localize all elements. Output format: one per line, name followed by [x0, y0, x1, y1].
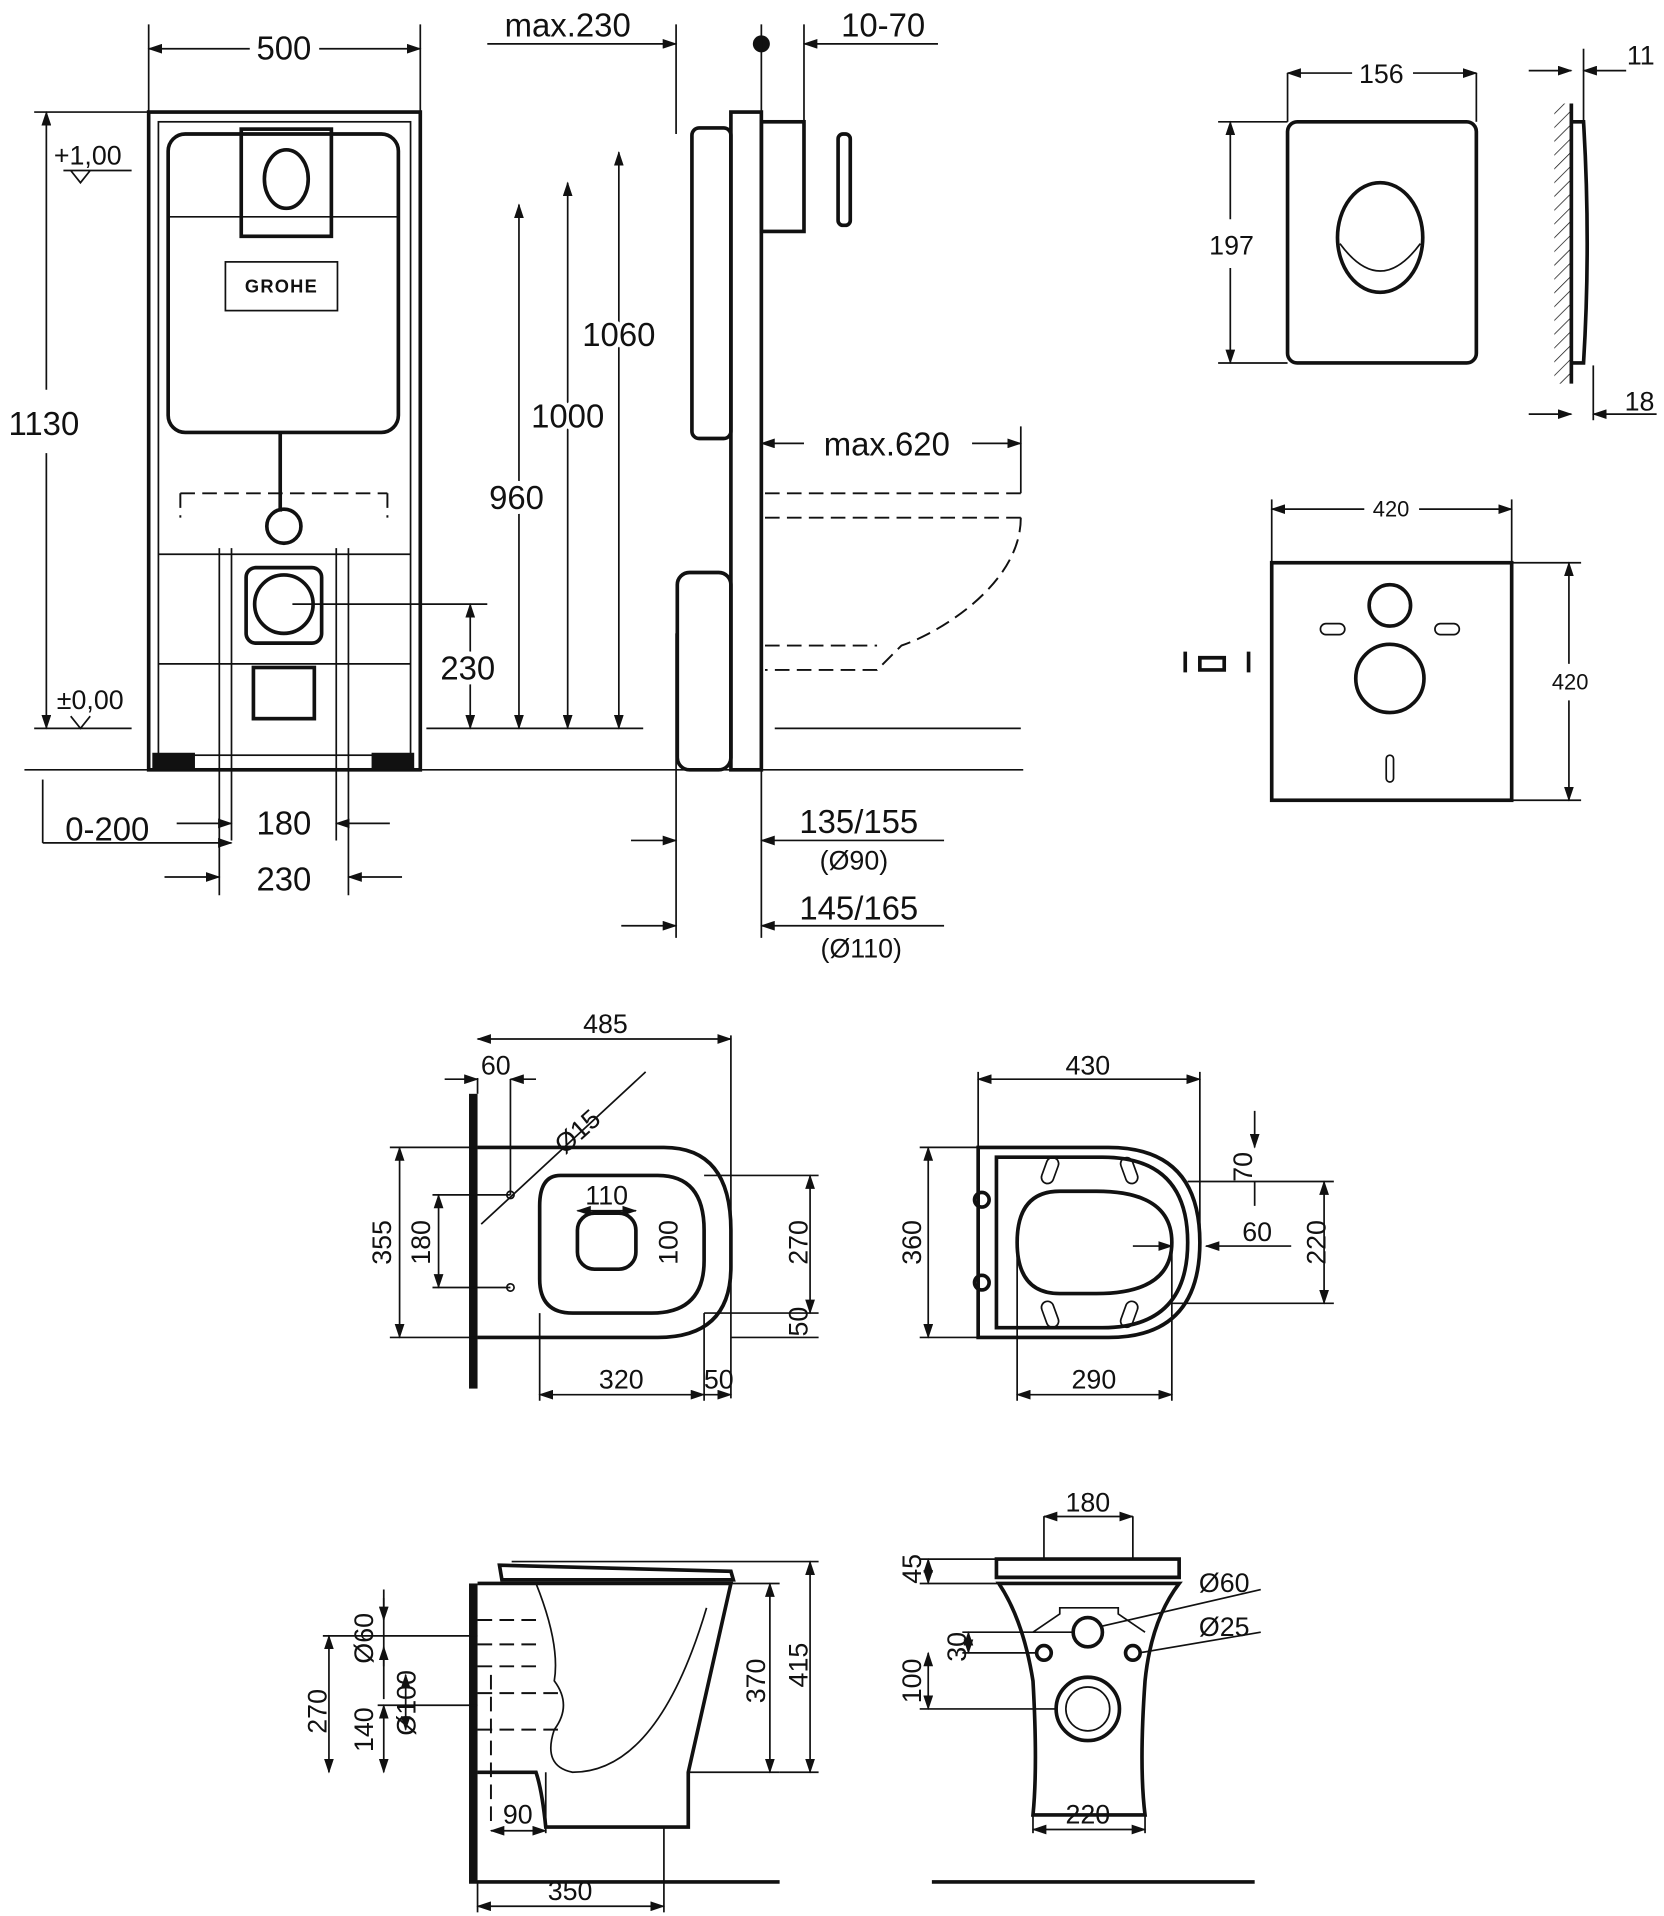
dim-1060: 1060: [582, 316, 655, 353]
dim-width: 500: [256, 30, 311, 67]
dim-bolt-spacing-top: 180: [406, 1220, 436, 1265]
wall-side: [469, 1583, 478, 1882]
seat-top-view: 430 70 60 220 360 290: [897, 1050, 1334, 1401]
dim-side-90: 90: [503, 1799, 533, 1829]
dim-outlet-dia: Ø100: [391, 1670, 421, 1736]
dim-back-180: 180: [1065, 1488, 1110, 1518]
dim-seat-70: 70: [1228, 1152, 1258, 1182]
dim-seat-60: 60: [1242, 1217, 1272, 1247]
acoustic-plate-view: 420 420: [1183, 496, 1589, 803]
cistern: [166, 132, 401, 435]
dim-max-projection: max.620: [824, 426, 950, 463]
acoustic-plate: [1269, 560, 1514, 803]
bowl-back-view: 180 45 Ø60 Ø25 30 100 220: [897, 1488, 1261, 1884]
dim-plate-projection: 18: [1625, 386, 1655, 416]
dim-back-220: 220: [1065, 1799, 1110, 1829]
dim-rim-front: 50: [704, 1365, 734, 1395]
installation-front-view: GROHE 500 1130 +1,00 ±0,00 0-200 180: [9, 24, 1024, 897]
wall-hatch: [1554, 103, 1572, 384]
dim-230: 230: [440, 650, 495, 687]
flush-button: [1335, 180, 1425, 295]
dim-bowl-length: 485: [583, 1009, 628, 1039]
outlet-connector: [244, 565, 324, 645]
dim-side-270: 270: [303, 1689, 333, 1734]
dim-acoustic-height: 420: [1552, 669, 1589, 694]
dim-dia90: (Ø90): [820, 846, 888, 876]
dim-seat-length: 430: [1065, 1050, 1110, 1080]
dim-side-370: 370: [741, 1659, 771, 1704]
frame: [146, 110, 423, 772]
dim-side-415: 415: [784, 1643, 814, 1688]
dim-plate-height: 197: [1209, 231, 1254, 261]
level-top: +1,00: [54, 140, 122, 170]
dim-bowl-width: 355: [367, 1220, 397, 1265]
dim-seat-220: 220: [1301, 1220, 1331, 1265]
installation-side-view: max.230 10-70 1060 1000 960 230 max.620 …: [292, 7, 1023, 963]
dim-1000: 1000: [531, 398, 604, 435]
dim-inner-width: 270: [784, 1220, 814, 1265]
bowl-top-view: 485 60 Ø15 110 100 355 180 270 50 320 50: [367, 1009, 819, 1401]
dim-back-dia60: Ø60: [1199, 1568, 1250, 1598]
dim-floor-offset: 0-200: [65, 810, 149, 847]
dim-offset-60: 60: [481, 1050, 511, 1080]
dim-back-45: 45: [897, 1554, 927, 1584]
seat-lid: [497, 1563, 736, 1582]
dim-135-155: 135/155: [799, 803, 918, 840]
frame-side: [729, 110, 764, 772]
dim-wall-range: 10-70: [841, 7, 925, 44]
dim-height-total: 1130: [9, 405, 80, 442]
dim-seat-inner: 290: [1072, 1365, 1117, 1395]
dim-dia110: (Ø110): [821, 933, 902, 963]
flush-plate-front: [239, 127, 334, 239]
dim-hole-dia: Ø15: [549, 1103, 607, 1159]
flush-plate: [1285, 119, 1479, 365]
dim-145-165: 145/165: [799, 890, 918, 927]
dim-opening-h: 100: [653, 1220, 683, 1265]
dim-inner-length: 320: [599, 1365, 644, 1395]
dim-back-100: 100: [897, 1659, 927, 1704]
dim-plate-width: 156: [1359, 59, 1404, 89]
wall: [469, 1093, 478, 1389]
bowl-side-view: Ø60 Ø100 270 140 370 415 90 350: [303, 1560, 819, 1913]
dim-back-dia25: Ø25: [1199, 1612, 1250, 1642]
dim-rim-50: 50: [784, 1307, 814, 1337]
dim-side-140: 140: [349, 1707, 379, 1752]
dim-bolt-spacing: 180: [256, 804, 311, 841]
seat-outline: [976, 1145, 1202, 1340]
dim-side-depth: 350: [548, 1876, 593, 1906]
dim-opening-w: 110: [585, 1181, 628, 1211]
dim-outlet-spacing: 230: [256, 860, 311, 897]
dim-seat-width: 360: [897, 1220, 927, 1265]
grohe-logo-text: GROHE: [245, 275, 318, 296]
dim-back-30: 30: [942, 1632, 972, 1662]
flush-plate-view: 156 197 11 18: [1209, 41, 1657, 421]
dim-inlet-dia: Ø60: [349, 1613, 379, 1664]
dim-plate-thickness: 11: [1627, 41, 1655, 71]
grohe-logo: [224, 261, 339, 312]
level-zero: ±0,00: [57, 685, 124, 715]
dim-max-depth: max.230: [505, 7, 631, 44]
dim-960: 960: [489, 479, 544, 516]
dim-acoustic-width: 420: [1373, 496, 1410, 521]
